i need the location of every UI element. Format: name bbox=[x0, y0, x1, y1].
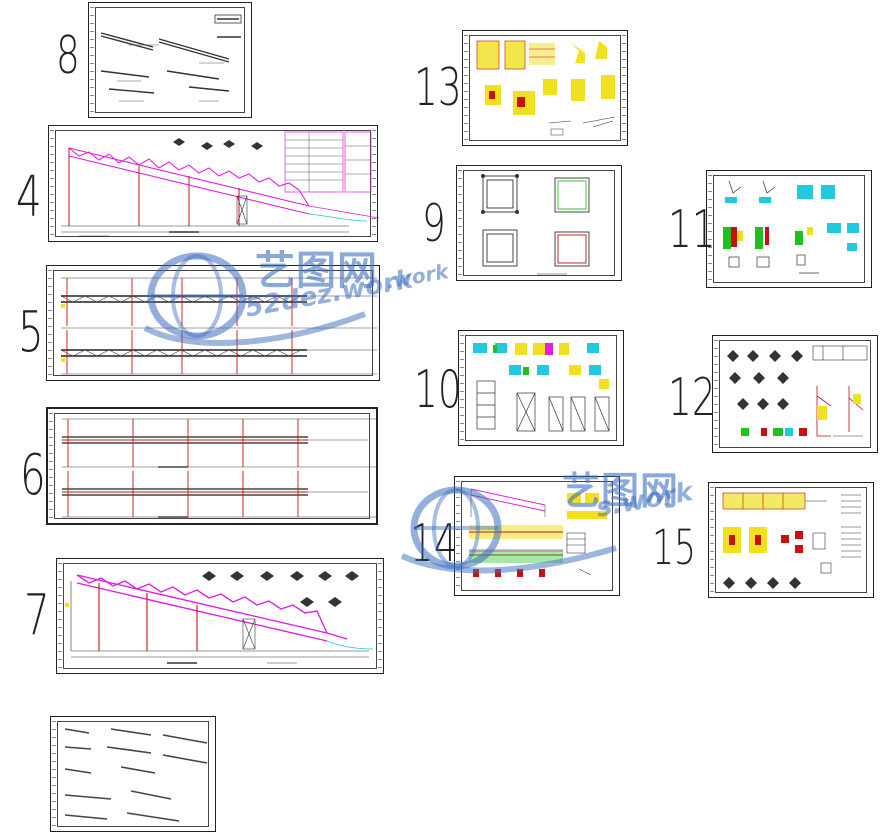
sheet-number-9: 9 bbox=[422, 194, 446, 254]
sheet-frame bbox=[713, 175, 865, 283]
sheet-7-elevation bbox=[65, 571, 374, 664]
drawing-sheet-14 bbox=[454, 476, 620, 596]
drawing-sheet-9 bbox=[456, 165, 622, 281]
drawing-sheet-6 bbox=[46, 407, 378, 525]
sheet-number-7: 7 bbox=[24, 583, 50, 648]
sheet-frame bbox=[95, 7, 245, 113]
sheet-number-4: 4 bbox=[16, 165, 42, 230]
sheet-border-ticks bbox=[90, 7, 94, 113]
sheet-border-ticks bbox=[622, 35, 626, 141]
sheet-frame bbox=[715, 487, 867, 593]
sheet-number-14: 14 bbox=[410, 514, 458, 574]
sheet-number-10: 10 bbox=[414, 360, 462, 420]
sheet-border-ticks bbox=[714, 340, 718, 448]
drawing-sheet-15 bbox=[708, 482, 874, 598]
sheet-frame bbox=[469, 35, 621, 141]
sheet-frame bbox=[55, 130, 371, 237]
sheet-10-details bbox=[473, 343, 610, 432]
sheet-14-elevation bbox=[469, 488, 607, 577]
sheet-border-ticks bbox=[708, 175, 712, 283]
sheet-frame bbox=[465, 335, 617, 441]
drawing-sheet-11 bbox=[706, 170, 872, 288]
sheet-border-ticks bbox=[58, 563, 62, 669]
sheet-border-ticks bbox=[464, 35, 468, 141]
sheet-number-12: 12 bbox=[668, 368, 716, 428]
sheet-6-plan bbox=[62, 418, 376, 518]
drawing-sheet-12 bbox=[712, 335, 878, 453]
sheet-border-ticks bbox=[458, 170, 462, 276]
sheet-number-8: 8 bbox=[56, 26, 80, 86]
drawing-sheet-13 bbox=[462, 30, 628, 146]
sheet-8-content bbox=[100, 14, 242, 102]
sheet-15-details bbox=[722, 492, 861, 589]
sheet-border-ticks bbox=[372, 130, 376, 237]
sheet-border-ticks bbox=[460, 335, 464, 441]
sheet-border-ticks bbox=[710, 487, 714, 593]
sheet-9-sections bbox=[481, 174, 590, 275]
sheet-number-5: 5 bbox=[18, 300, 44, 365]
sheet-12-details bbox=[727, 345, 868, 437]
sheet-border-ticks bbox=[48, 270, 52, 376]
sheet-border-ticks bbox=[49, 413, 53, 519]
sheet-border-ticks bbox=[50, 130, 54, 237]
sheet-frame bbox=[57, 721, 209, 827]
drawing-sheet-unnumbered bbox=[50, 716, 216, 832]
sheet-number-6: 6 bbox=[20, 443, 46, 508]
sheet-border-ticks bbox=[378, 563, 382, 669]
drawing-sheet-5 bbox=[46, 265, 380, 381]
sheet-frame bbox=[463, 170, 615, 276]
drawing-sheet-7 bbox=[56, 558, 384, 674]
sheet-frame bbox=[719, 340, 871, 448]
watermark-domain-partial: .work bbox=[384, 259, 451, 294]
sheet-number-13: 13 bbox=[414, 58, 462, 118]
drawing-sheet-8 bbox=[88, 2, 252, 118]
sheet-13-details bbox=[476, 40, 616, 136]
sheet-unnumbered-content bbox=[64, 728, 208, 822]
sheet-5-plan bbox=[60, 277, 377, 375]
sheet-frame bbox=[54, 413, 370, 519]
drawing-sheet-10 bbox=[458, 330, 624, 446]
sheet-border-ticks bbox=[52, 721, 56, 827]
sheet-4-elevation bbox=[61, 131, 380, 237]
sheet-frame bbox=[63, 563, 377, 669]
drawing-sheet-4 bbox=[48, 125, 380, 242]
sheet-11-details bbox=[723, 180, 859, 274]
sheet-number-15: 15 bbox=[652, 520, 696, 576]
sheet-number-11: 11 bbox=[668, 200, 716, 260]
